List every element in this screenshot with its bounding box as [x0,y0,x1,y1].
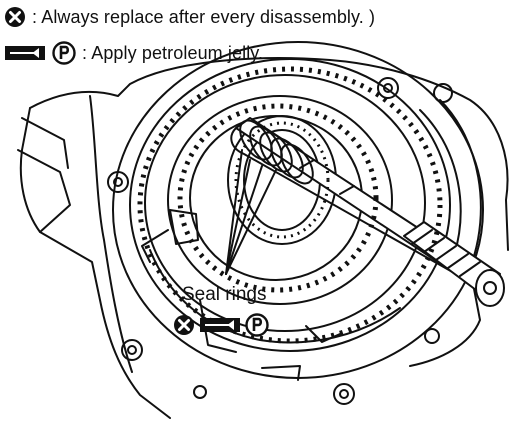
grease-tube-icon [5,46,45,60]
grease-tube-icon [200,318,240,332]
legend-jelly-row: : Apply petroleum jelly. [4,41,263,65]
petroleum-p-icon [52,41,76,65]
seal-ring-leader [225,159,251,275]
replace-x-icon [5,7,25,27]
petroleum-p-icon [245,313,269,337]
case-outline [29,57,509,251]
legend-jelly-text: : Apply petroleum jelly. [82,42,264,63]
seal-rings-symbols [173,313,269,337]
legend-replace-row: : Always replace after every disassembly… [4,6,375,28]
legend-replace-text: : Always replace after every disassembly… [32,6,376,27]
replace-x-icon [174,315,194,335]
seal-rings-label: Seal rings [182,284,267,305]
